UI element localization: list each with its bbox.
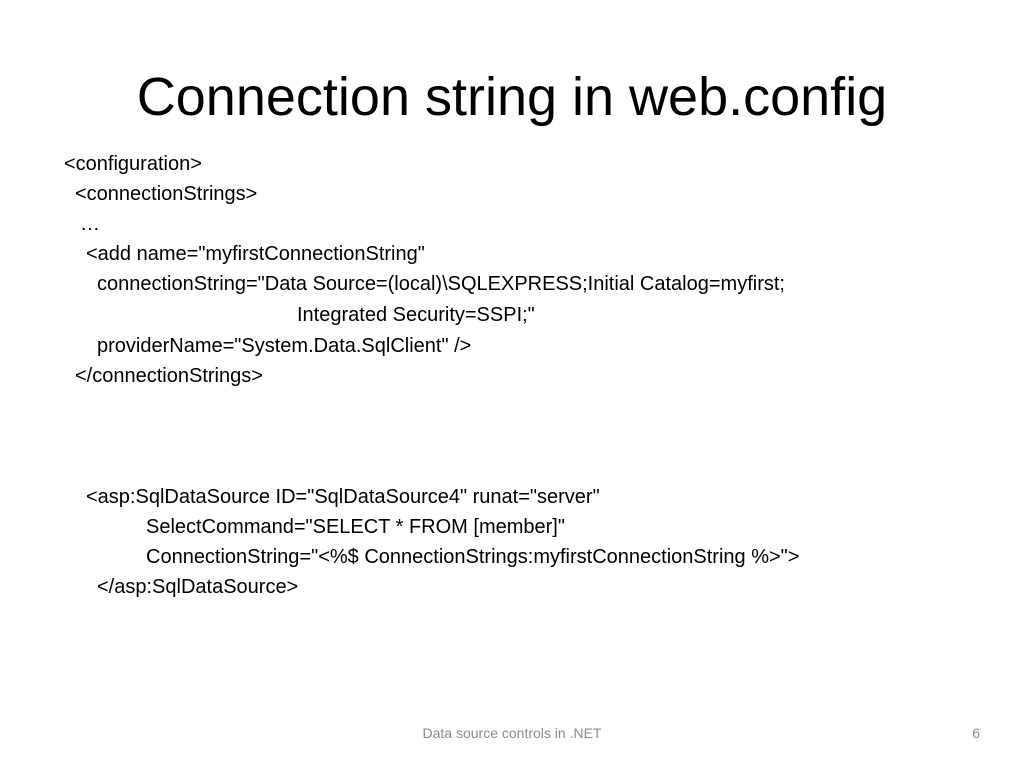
- datasource-line-4: </asp:SqlDataSource>: [97, 576, 299, 598]
- config-line-8: </connectionStrings>: [75, 365, 263, 387]
- datasource-line-1: <asp:SqlDataSource ID="SqlDataSource4" r…: [86, 486, 600, 508]
- config-line-4: <add name="myfirstConnectionString": [86, 243, 425, 265]
- config-line-7: providerName="System.Data.SqlClient" />: [97, 335, 472, 357]
- config-line-1: <configuration>: [64, 153, 202, 175]
- datasource-line-3: ConnectionString="<%$ ConnectionStrings:…: [146, 546, 800, 568]
- config-line-3: …: [80, 213, 100, 235]
- datasource-line-2: SelectCommand="SELECT * FROM [member]": [146, 516, 565, 538]
- slide-title: Connection string in web.config: [136, 67, 888, 127]
- page-number: 6: [972, 725, 980, 741]
- config-line-6: Integrated Security=SSPI;": [297, 304, 535, 326]
- slide-footer: Data source controls in .NET: [422, 725, 602, 741]
- config-line-2: <connectionStrings>: [75, 183, 258, 205]
- config-line-5: connectionString="Data Source=(local)\SQ…: [97, 273, 785, 295]
